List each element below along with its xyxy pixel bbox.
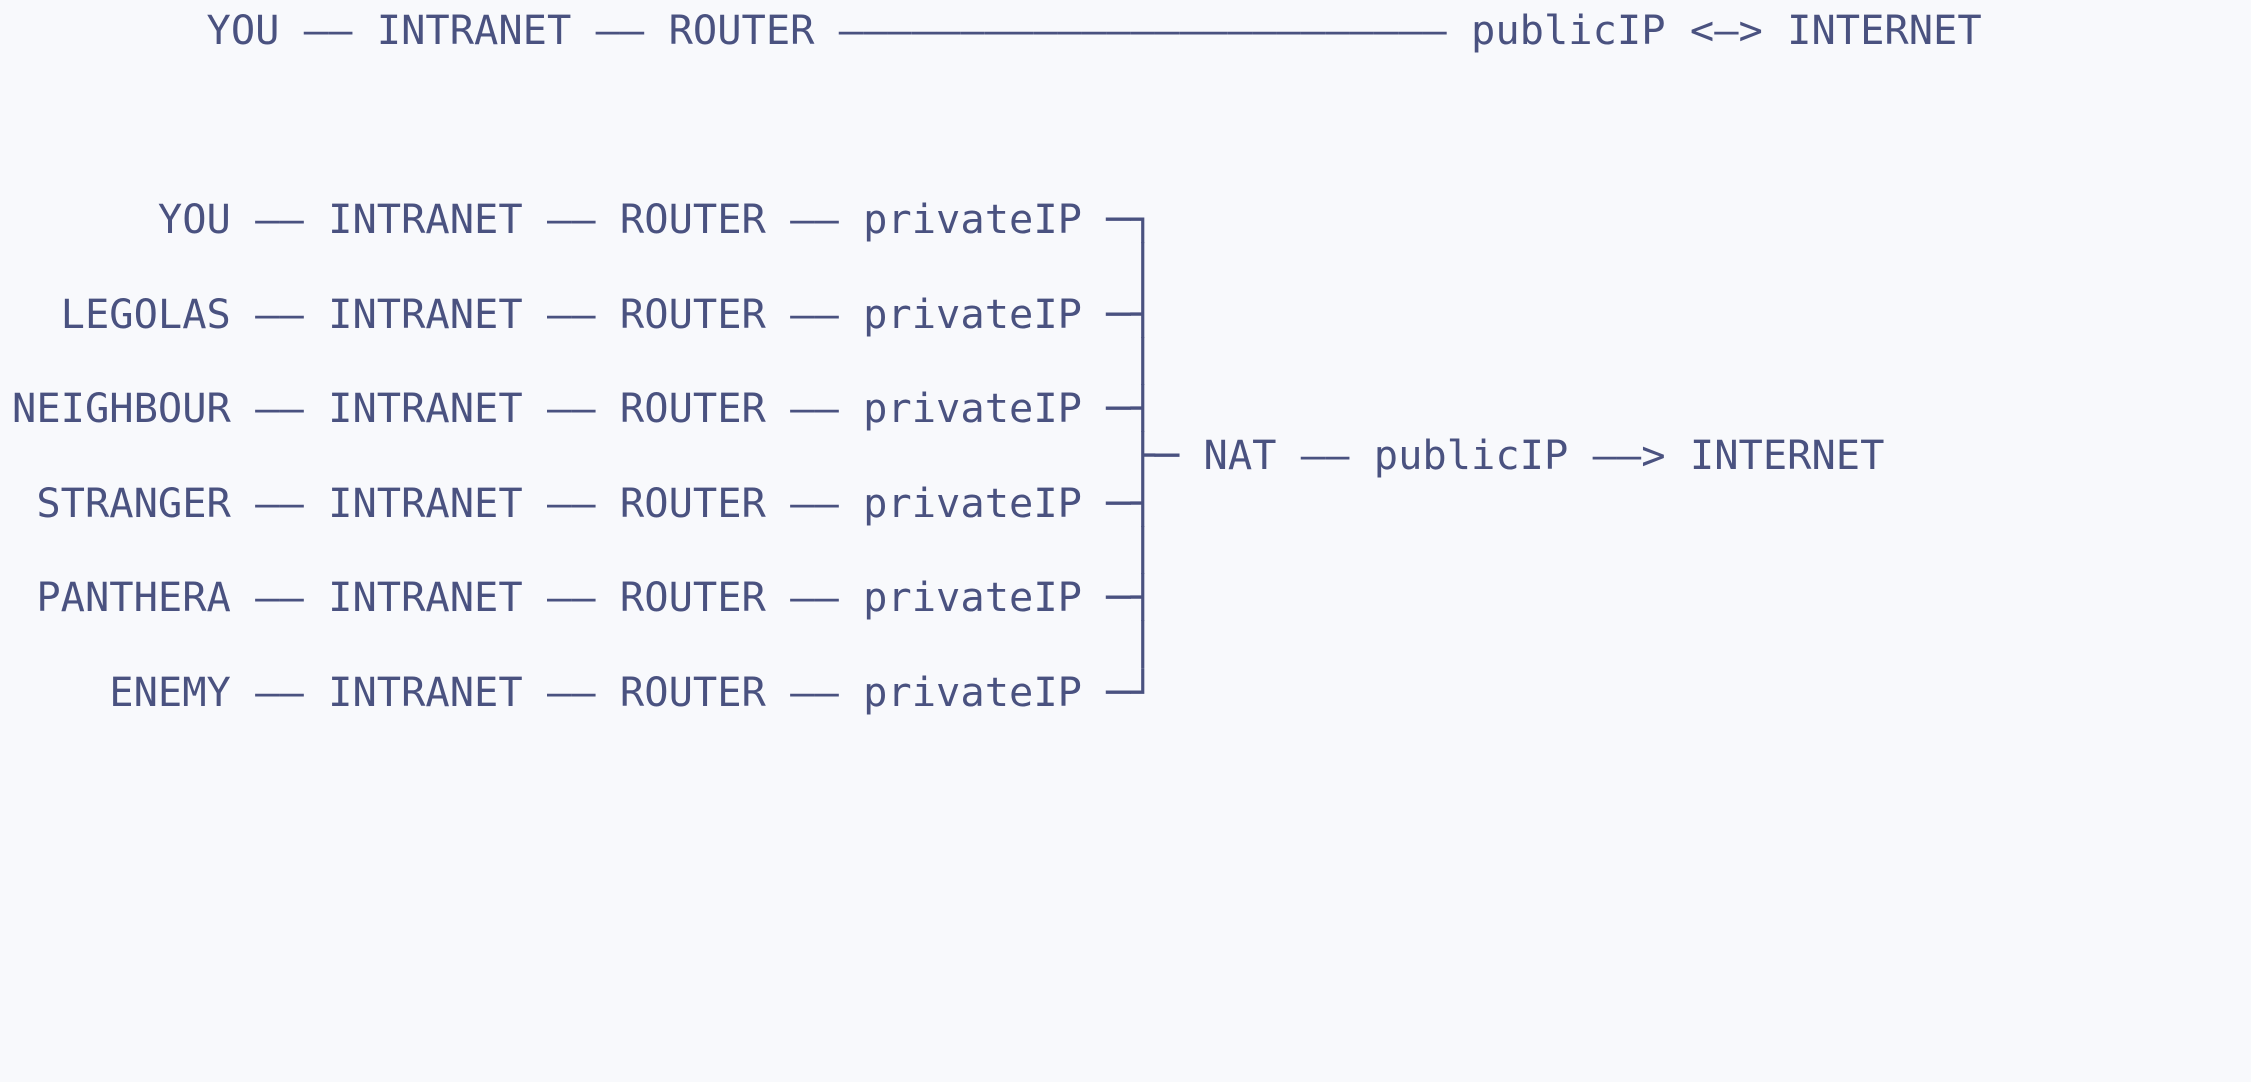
network-topology-ascii-text: YOU —— INTRANET —— ROUTER ——————————————… bbox=[12, 6, 1982, 716]
